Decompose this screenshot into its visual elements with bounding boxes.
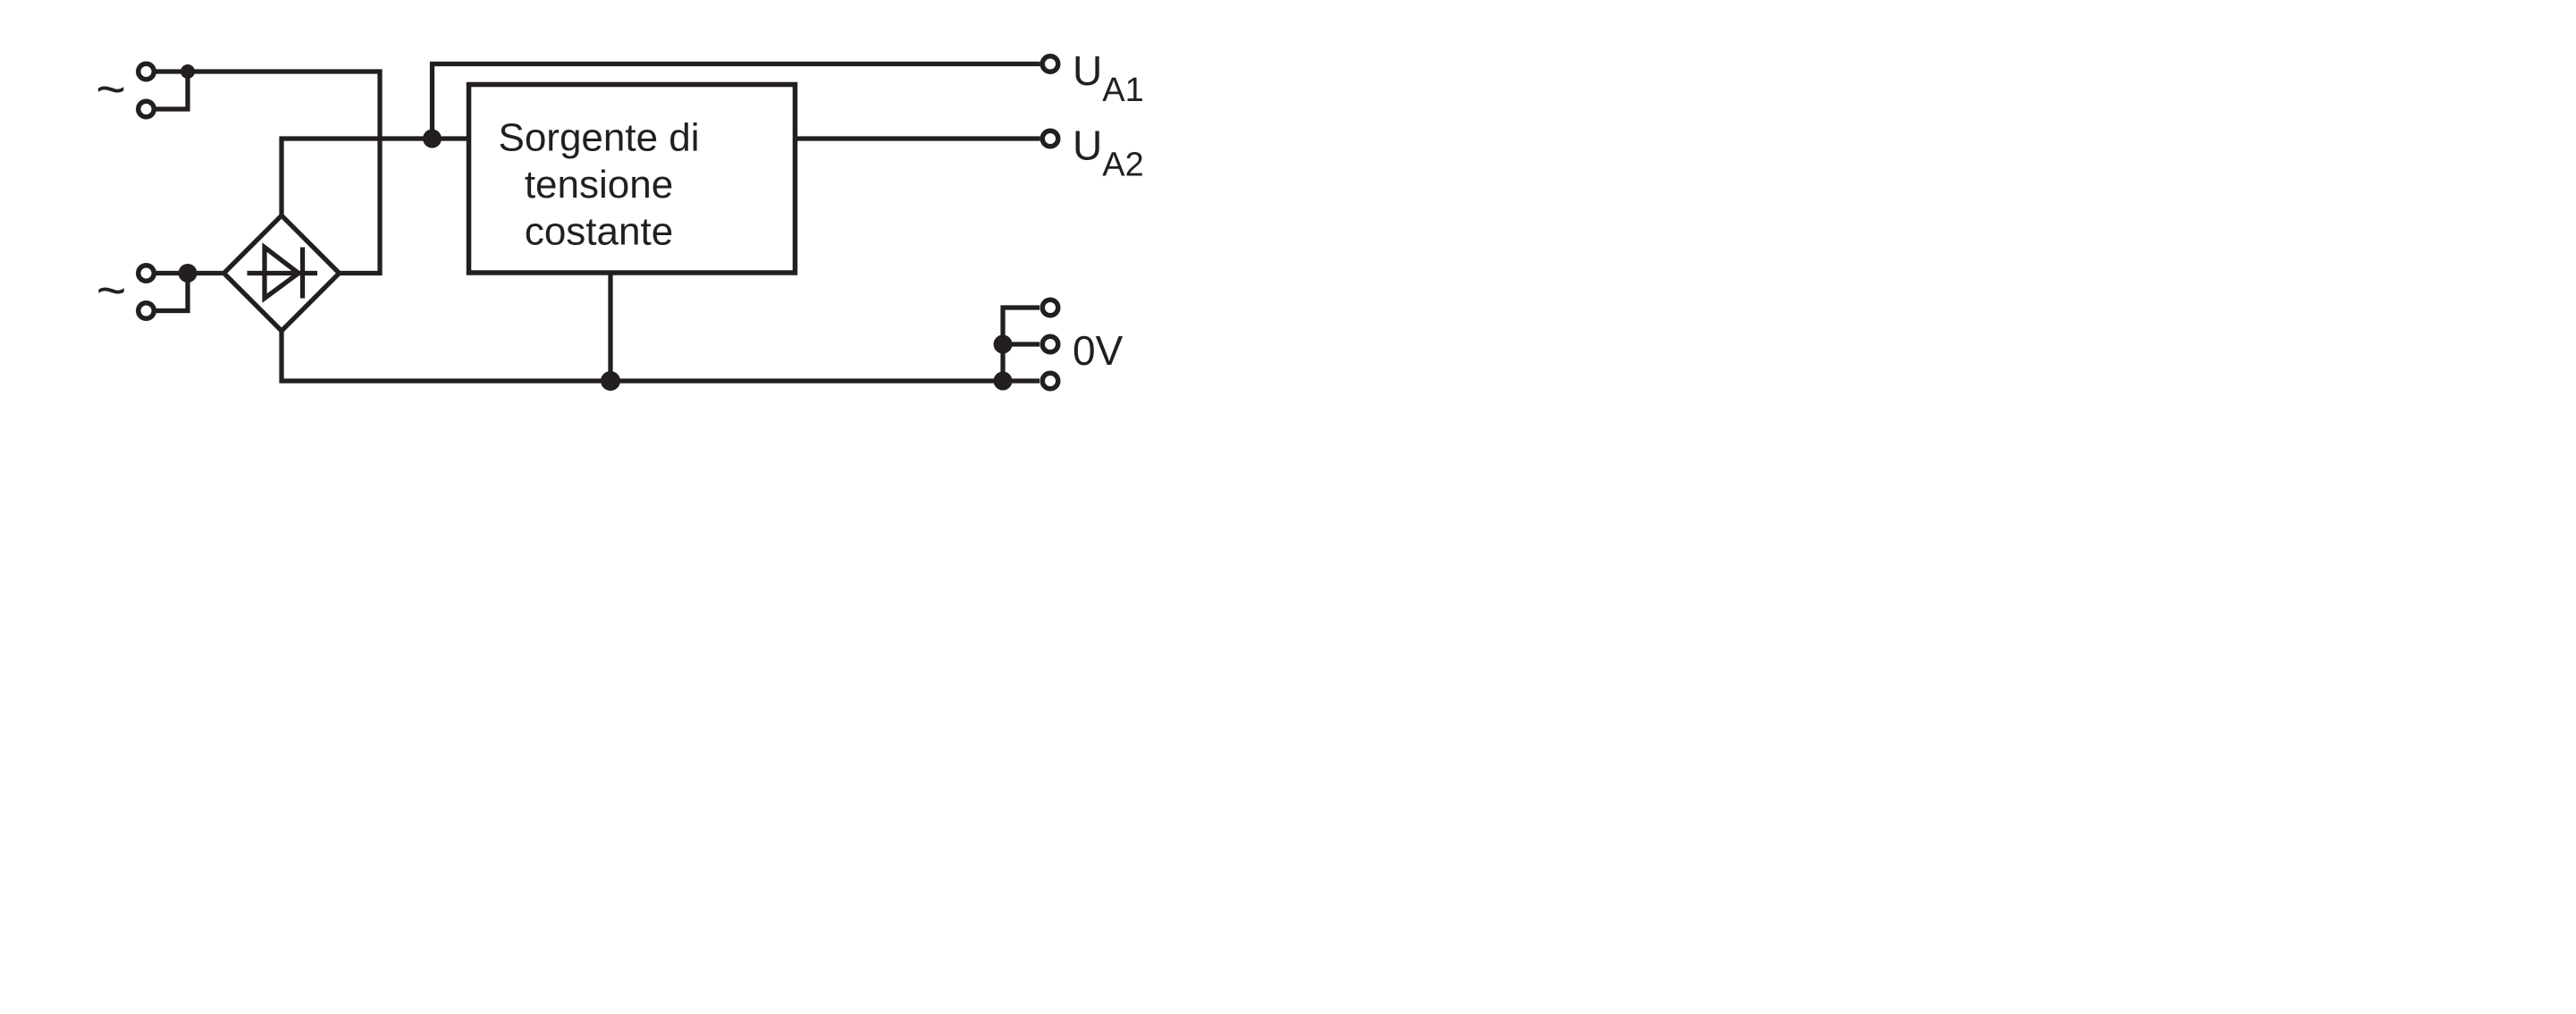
junction-dot [181, 64, 195, 79]
diode-triangle [262, 242, 303, 303]
dc-positive-bus [279, 61, 1040, 215]
box-label-line1: Sorgente di [498, 116, 699, 160]
ac-input-1: ~ [96, 61, 383, 276]
label-ua1-subscript: A1 [1102, 72, 1143, 109]
wire-0v-riser [1000, 305, 1040, 381]
wire-ua1 [429, 61, 1040, 139]
terminal-ua1 [1040, 54, 1061, 74]
junction-dot [423, 129, 442, 148]
box-outline [466, 81, 798, 275]
wire-bottom [279, 331, 1040, 384]
ac-tilde-icon: ~ [97, 262, 127, 319]
label-ua2-base: U [1073, 123, 1102, 169]
label-ua1-base: U [1073, 47, 1102, 94]
terminal-ua2 [1040, 128, 1061, 149]
label-ua2: UA2 [1073, 123, 1144, 184]
junction-dot [993, 334, 1013, 354]
terminal-ac2-bottom [136, 300, 156, 321]
constant-voltage-source-box: Sorgente di tensione costante [466, 81, 798, 275]
label-ua2-subscript: A2 [1102, 147, 1143, 184]
wire-ac1-to-bridge [156, 69, 383, 276]
wire-ac2-link [156, 273, 190, 314]
output-terminals: UA1 UA2 0V [1040, 47, 1144, 392]
wire-bridge-to-box [279, 136, 469, 215]
junction-dot [178, 264, 198, 283]
ac-input-2: ~ [97, 262, 224, 321]
wire-ac1-link [156, 72, 190, 112]
ac-tilde-icon: ~ [96, 61, 126, 118]
terminal-ac2-top [136, 263, 156, 283]
terminal-0v-middle [1040, 334, 1061, 355]
box-label-line2: tensione [525, 163, 673, 207]
label-ua1: UA1 [1073, 47, 1144, 109]
box-label-line3: costante [525, 210, 673, 254]
label-0v: 0V [1073, 327, 1124, 374]
ground-bus [279, 273, 1040, 391]
terminal-0v-top [1040, 297, 1061, 318]
bridge-rectifier [220, 212, 343, 334]
junction-dot [601, 371, 620, 391]
junction-dot [993, 371, 1013, 391]
terminal-0v-bottom [1040, 370, 1061, 392]
terminal-ac1-top [136, 61, 156, 82]
terminal-ac1-bottom [136, 98, 156, 120]
diagram-canvas: ~ ~ [0, 0, 1288, 507]
circuit-diagram: ~ ~ [96, 47, 1144, 392]
